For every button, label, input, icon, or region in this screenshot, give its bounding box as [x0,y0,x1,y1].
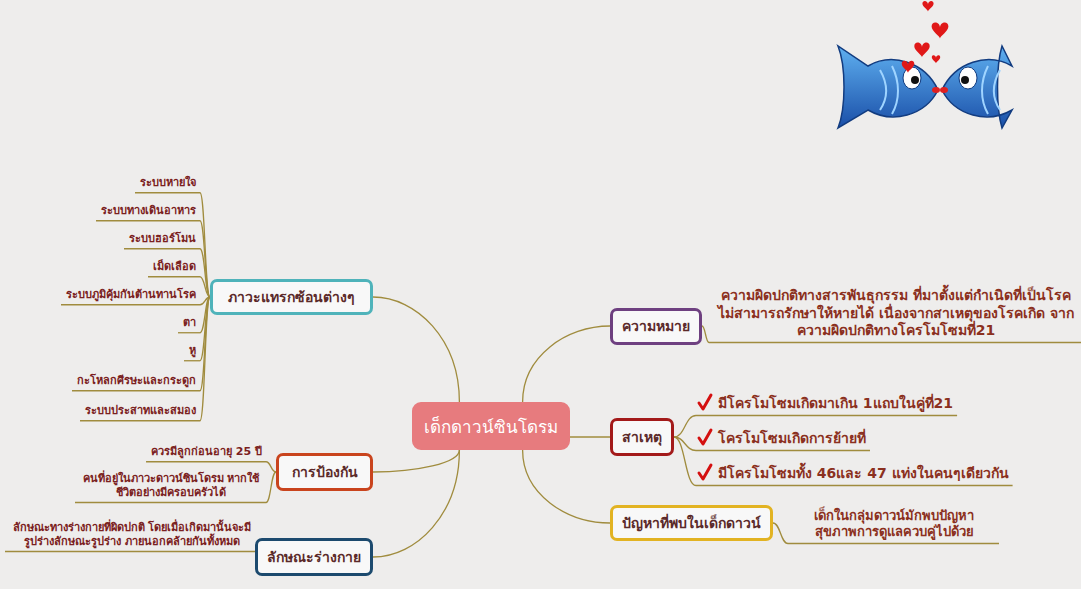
branch-note: มีโครโมโซมทั้ง 46และ 47 แท่งในคนๆเดียวกั… [718,465,1009,483]
underline [61,304,200,305]
branch-note: มีโครโมโซมเกิดมาเกิน 1แถบในคู่ที่21 [718,395,953,413]
leaf-connector [674,437,696,486]
branch-connector [373,297,459,402]
kissing-fish [838,1,1012,128]
underline [184,360,200,361]
topic-text: การป้องกัน [292,461,358,483]
branch-box: ลักษณะร่างกาย [255,538,373,576]
leaf-connector [200,221,210,297]
branch-connector [523,326,610,402]
branch-note: โครโมโซมเกิดการย้ายที่ [718,430,866,448]
branch-note: ความผิดปกติทางสารพันธุกรรม ที่มาตั้งแต่ก… [714,287,1078,340]
leaf-connector [200,193,210,297]
underline [696,450,870,451]
underline [80,420,200,421]
underline [124,248,200,249]
branch-connector [523,450,610,523]
branch-note: ลักษณะทางร่างกายที่ผิดปกติ โดยเมื่อเกิดม… [10,521,254,549]
topic-text: ลักษณะร่างกาย [267,546,361,568]
underline [148,276,200,277]
underline [135,192,200,193]
underline [709,342,1081,343]
underline [788,543,999,544]
branch-box: ภาวะแทรกซ้อนต่างๆ [210,279,373,315]
branch-note: เด็กในกลุ่มดาวน์มักพบปัญหา สุขภาพการดูแล… [793,508,995,541]
underline [72,390,200,391]
branch-note: เม็ดเลือด [153,260,196,274]
branch-note: ระบบประสาทและสมอง [85,404,196,418]
leaf-connector [266,472,276,503]
leaf-connector [200,297,210,421]
branch-note: ระบบหายใจ [140,176,196,190]
branch-note: ระบบภูมิคุ้มกันต้านทานโรค [66,288,196,302]
underline [696,485,1013,486]
central-topic: เด็กดาวน์ซินโดรม [412,402,570,450]
branch-note: ระบบฮอร์โมน [129,232,196,246]
branch-box: การป้องกัน [276,453,373,491]
branch-box: ปัญหาที่พบในเด็กดาวน์ [610,505,773,541]
branch-note: หู [189,344,196,358]
leaf-connector [702,326,709,343]
leaf-connector [266,462,276,472]
leaf-connector [674,416,696,438]
underline [96,220,200,221]
leaf-connector [200,249,210,297]
branch-note: ควรมีลูกก่อนอายุ 25 ปี [151,445,262,459]
topic-text: ปัญหาที่พบในเด็กดาวน์ [622,512,761,534]
branch-connector [570,436,610,437]
topic-text: ภาวะแทรกซ้อนต่างๆ [228,286,355,308]
check-marks [699,395,711,479]
leaf-connector [200,277,210,297]
underline [178,332,200,333]
topic-text: ความหมาย [622,315,690,337]
underline [146,461,266,462]
branch-note: ระบบทางเดินอาหาร [101,204,196,218]
branch-connector [373,450,459,472]
branch-note: คนที่อยู่ในภาวะดาวน์ซินโดรม หากใช้ชีวิตอ… [80,472,262,500]
underline [75,502,266,503]
underline [5,551,258,552]
leaf-connector [773,523,788,544]
underline [696,415,957,416]
branch-box: ความหมาย [610,308,702,345]
branch-box: สาเหตุ [610,418,674,456]
branch-note: กะโหลกศีรษะและกระดูก [77,374,196,388]
branch-connector [373,450,459,557]
topic-text: เด็กดาวน์ซินโดรม [424,413,558,440]
topic-text: สาเหตุ [622,426,662,448]
branch-note: ตา [183,316,196,330]
